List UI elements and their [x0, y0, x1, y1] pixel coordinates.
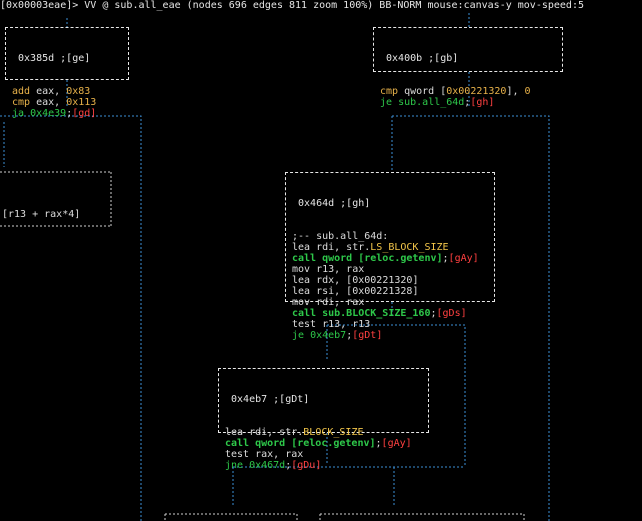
instruction-line: [r13 + rax*4] — [2, 209, 106, 220]
instruction-token: jne — [225, 460, 244, 471]
instruction-line: lea rsi, [0x00221328] — [292, 286, 488, 297]
instruction-token: mov r13, rax — [292, 264, 365, 275]
instruction-token: add — [12, 86, 31, 97]
instruction-token: ; — [442, 253, 449, 264]
edge-gh-split — [327, 324, 466, 467]
instruction-line: lea rdi, str.BLOCK_SIZE — [225, 427, 422, 438]
instruction-token: je — [292, 330, 305, 341]
instruction-token: 0x467d — [243, 460, 286, 471]
bottom-node-right — [320, 513, 525, 521]
instruction-token: [gAy] — [448, 253, 479, 264]
instruction-token: ] — [412, 286, 419, 297]
instruction-token: [gDu] — [291, 460, 322, 471]
instruction-token: [gAy] — [381, 438, 412, 449]
status-bar: [0x00003eae]> VV @ sub.all_eae (nodes 69… — [0, 0, 584, 11]
instruction-token: call qword [reloc.getenv] — [292, 253, 443, 264]
instruction-token: 0x4eb7 — [304, 330, 347, 341]
instruction-token: 0 — [524, 86, 531, 97]
instruction-line: mov r13, rax — [292, 264, 488, 275]
instruction-token: lea rdi, str. — [225, 427, 304, 438]
node-title: 0x385d ;[ge] — [12, 53, 91, 64]
instruction-token: ; — [346, 330, 353, 341]
instruction-token: test rax, rax — [225, 449, 304, 460]
instruction-token: cmp — [12, 97, 31, 108]
instruction-line: je 0x4eb7;[gDt] — [292, 330, 488, 341]
instruction-token: call sub.BLOCK_SIZE_160 — [292, 308, 431, 319]
instruction-token: lea rdi, str. — [292, 242, 371, 253]
bottom-node-left — [165, 513, 298, 521]
instruction-line: ;-- sub.all_64d: — [292, 231, 488, 242]
instruction-line: cmp eax, 0x113 — [12, 97, 122, 108]
node-title: 0x464d ;[gh] — [292, 198, 371, 209]
instruction-token: lea rdx, [ — [292, 275, 353, 286]
instruction-token: [gDt] — [352, 330, 383, 341]
instruction-line: add eax, 0x83 — [12, 86, 122, 97]
instruction-token: [r13 + rax*4] — [2, 209, 81, 220]
instruction-line: je sub.all_64d;[gh] — [380, 97, 556, 108]
instruction-line: call qword [reloc.getenv];[gAy] — [225, 438, 422, 449]
instruction-token: ], — [506, 86, 525, 97]
instruction-token: eax, — [30, 97, 67, 108]
instruction-token: ; — [285, 460, 292, 471]
instruction-token: ja — [12, 108, 25, 119]
edge-left-loop — [0, 115, 142, 521]
instruction-line: cmp qword [0x00221320], 0 — [380, 86, 556, 97]
instruction-token: ; — [464, 97, 471, 108]
node-body: ;-- sub.all_64d:lea rdi, str.LS_BLOCK_SI… — [292, 231, 488, 341]
instruction-token: 0x83 — [66, 86, 91, 97]
graph-node-gh[interactable]: 0x464d ;[gh] ;-- sub.all_64d:lea rdi, st… — [285, 172, 495, 341]
edge-gb-right — [392, 115, 550, 521]
instruction-token: ; — [375, 438, 382, 449]
instruction-token: 0x00221328 — [352, 286, 413, 297]
instruction-token: ;-- sub.all_64d: — [292, 231, 389, 242]
node-title: 0x4eb7 ;[gDt] — [225, 394, 310, 405]
instruction-token: qword [ — [398, 86, 447, 97]
instruction-token: je — [380, 97, 393, 108]
instruction-token: call qword [reloc.getenv] — [225, 438, 376, 449]
node-title: 0x400b ;[gb] — [380, 53, 459, 64]
instruction-token: eax, — [30, 86, 67, 97]
instruction-token: lea rsi, [ — [292, 286, 353, 297]
instruction-token: 0x00221320 — [446, 86, 507, 97]
instruction-token: ] — [412, 275, 419, 286]
instruction-line: call qword [reloc.getenv];[gAy] — [292, 253, 488, 264]
instruction-line: test rax, rax — [225, 449, 422, 460]
instruction-line: call sub.BLOCK_SIZE_160;[gDs] — [292, 308, 488, 319]
instruction-token: mov rdi, rax — [292, 297, 365, 308]
instruction-token: ; — [66, 108, 73, 119]
instruction-token: [gd] — [72, 108, 97, 119]
node-body: [r13 + rax*4] — [2, 209, 106, 220]
instruction-line: test r13, r13 — [292, 319, 488, 330]
instruction-token: cmp — [380, 86, 399, 97]
instruction-line: jne 0x467d;[gDu] — [225, 460, 422, 471]
instruction-token: [gDs] — [436, 308, 467, 319]
instruction-token: [gh] — [470, 97, 495, 108]
instruction-line: ja 0x4e39;[gd] — [12, 108, 122, 119]
instruction-token: ; — [430, 308, 437, 319]
instruction-line: lea rdi, str.LS_BLOCK_SIZE — [292, 242, 488, 253]
instruction-token: BLOCK_SIZE — [303, 427, 364, 438]
instruction-token: sub.all_64d — [392, 97, 465, 108]
instruction-line: lea rdx, [0x00221320] — [292, 275, 488, 286]
instruction-token: test r13, r13 — [292, 319, 371, 330]
instruction-token: 0x113 — [66, 97, 97, 108]
instruction-token: 0x4e39 — [24, 108, 67, 119]
instruction-token: 0x00221320 — [352, 275, 413, 286]
instruction-line: mov rdi, rax — [292, 297, 488, 308]
graph-node-partial[interactable]: [r13 + rax*4] — [0, 172, 112, 227]
instruction-token: LS_BLOCK_SIZE — [370, 242, 449, 253]
